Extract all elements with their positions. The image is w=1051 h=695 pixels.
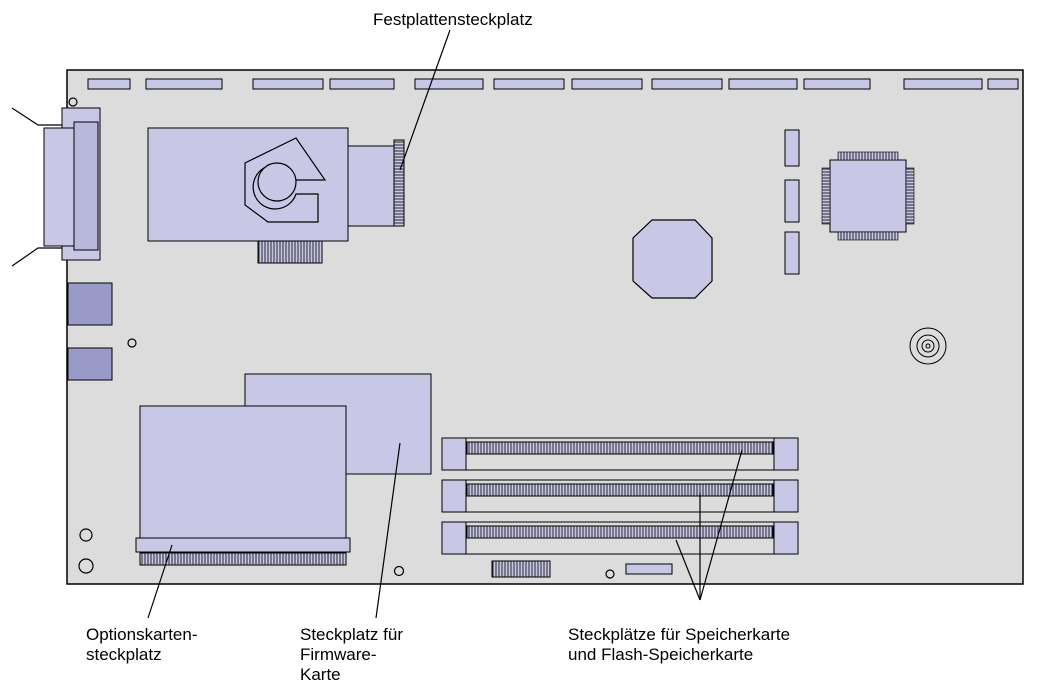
memory-slot-3 [441,521,799,555]
option-card [135,405,351,566]
processor-chip [632,219,713,299]
memory-slot-2 [441,479,799,513]
top-edge-connectors [87,78,1019,90]
label-firmware-slot: Steckplatz für Firmware- Karte [300,625,403,684]
hard-disk-module [147,127,405,264]
label-hard-disk-slot: Festplattensteckplatz [373,10,533,29]
round-component [909,327,947,365]
parallel-port-connector [11,107,101,267]
label-memory-slots: Steckplätze für Speicherkarte und Flash-… [568,625,791,664]
jumper-block [491,560,551,578]
memory-slot-1 [441,437,799,471]
network-port [67,282,113,326]
memory-slots [441,437,799,555]
usb-port [67,347,113,381]
mounting-holes [68,97,615,579]
small-connector [625,563,673,575]
label-option-card-slot: Optionskarten- steckplatz [86,625,198,664]
leader-lines [147,29,743,619]
vertical-connectors [784,129,800,275]
qfp-chip [821,151,915,241]
